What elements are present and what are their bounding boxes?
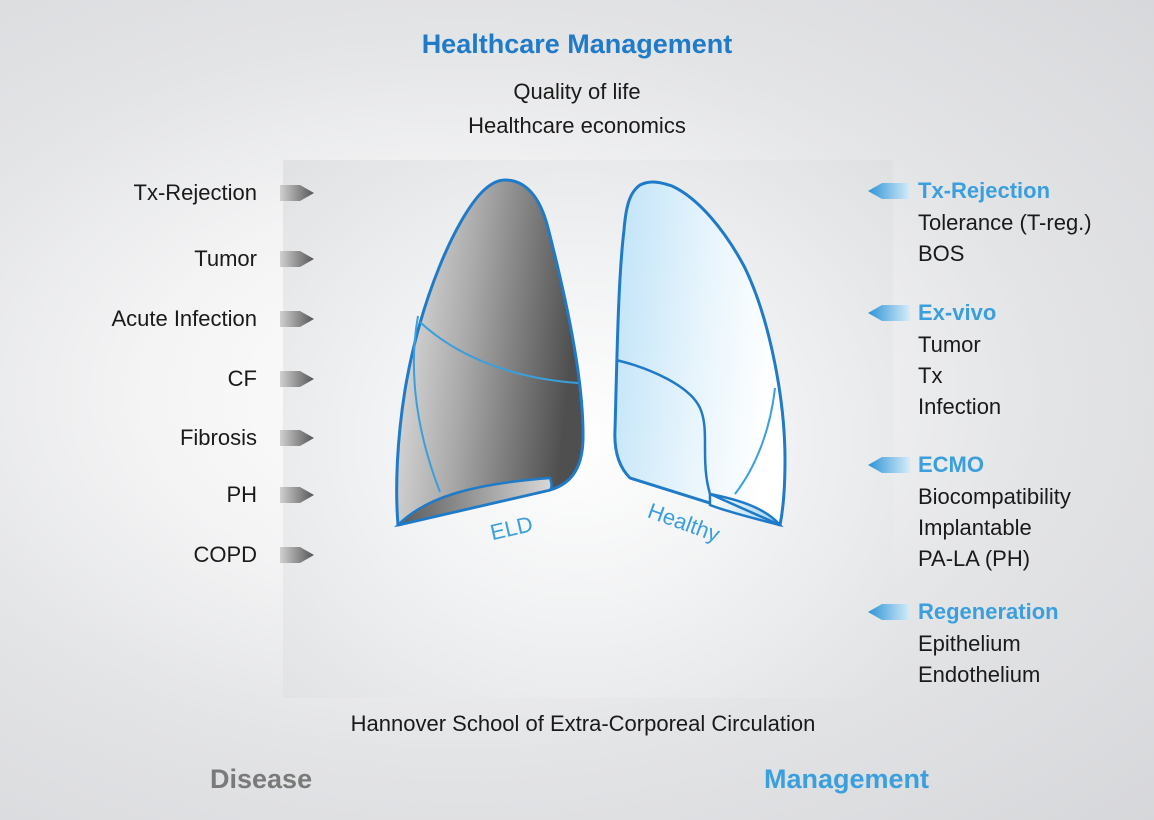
gray-arrow-icon xyxy=(280,311,314,327)
subtitle-line-2: Healthcare economics xyxy=(468,113,686,138)
management-item: Endothelium xyxy=(918,662,1041,687)
disease-column-label: Disease xyxy=(210,764,313,794)
management-item: PA-LA (PH) xyxy=(918,546,1031,571)
management-item: Infection xyxy=(918,394,1002,419)
disease-label: CF xyxy=(227,366,257,391)
blue-arrow-icon xyxy=(868,457,910,473)
blue-arrow-icon xyxy=(868,305,910,321)
disease-label: PH xyxy=(226,482,257,507)
management-item: Tx xyxy=(918,363,943,388)
management-heading: ECMO xyxy=(918,452,984,477)
gray-arrow-icon xyxy=(280,487,314,503)
center-panel xyxy=(283,160,893,698)
gray-arrow-icon xyxy=(280,547,314,563)
blue-arrow-icon xyxy=(868,183,910,199)
eld-label: ELD xyxy=(488,511,535,545)
management-item: BOS xyxy=(918,241,965,266)
management-heading: Regeneration xyxy=(918,599,1059,624)
gray-arrow-icon xyxy=(280,251,314,267)
management-heading: Tx-Rejection xyxy=(918,178,1051,203)
management-column-label: Management xyxy=(764,764,930,794)
disease-label: Tumor xyxy=(194,246,257,271)
disease-label: COPD xyxy=(193,542,257,567)
left-lung-eld xyxy=(394,178,585,528)
management-item: Implantable xyxy=(918,515,1032,540)
subtitle-line-1: Quality of life xyxy=(513,79,641,104)
disease-label: Tx-Rejection xyxy=(133,180,257,205)
disease-label: Fibrosis xyxy=(179,425,257,450)
management-heading: Ex-vivo xyxy=(918,300,997,325)
gray-arrow-icon xyxy=(280,371,314,387)
gray-arrow-icon xyxy=(280,430,314,446)
disease-label: Acute Infection xyxy=(111,306,257,331)
management-item: Tumor xyxy=(918,332,981,357)
right-lung-healthy xyxy=(613,180,787,528)
footer-caption: Hannover School of Extra-Corporeal Circu… xyxy=(350,711,816,736)
management-item: Tolerance (T-reg.) xyxy=(918,210,1092,235)
management-item: Biocompatibility xyxy=(918,484,1071,509)
gray-arrow-icon xyxy=(280,185,314,201)
blue-arrow-icon xyxy=(868,604,910,620)
diagram-title: Healthcare Management xyxy=(421,29,733,59)
management-item: Epithelium xyxy=(918,631,1021,656)
